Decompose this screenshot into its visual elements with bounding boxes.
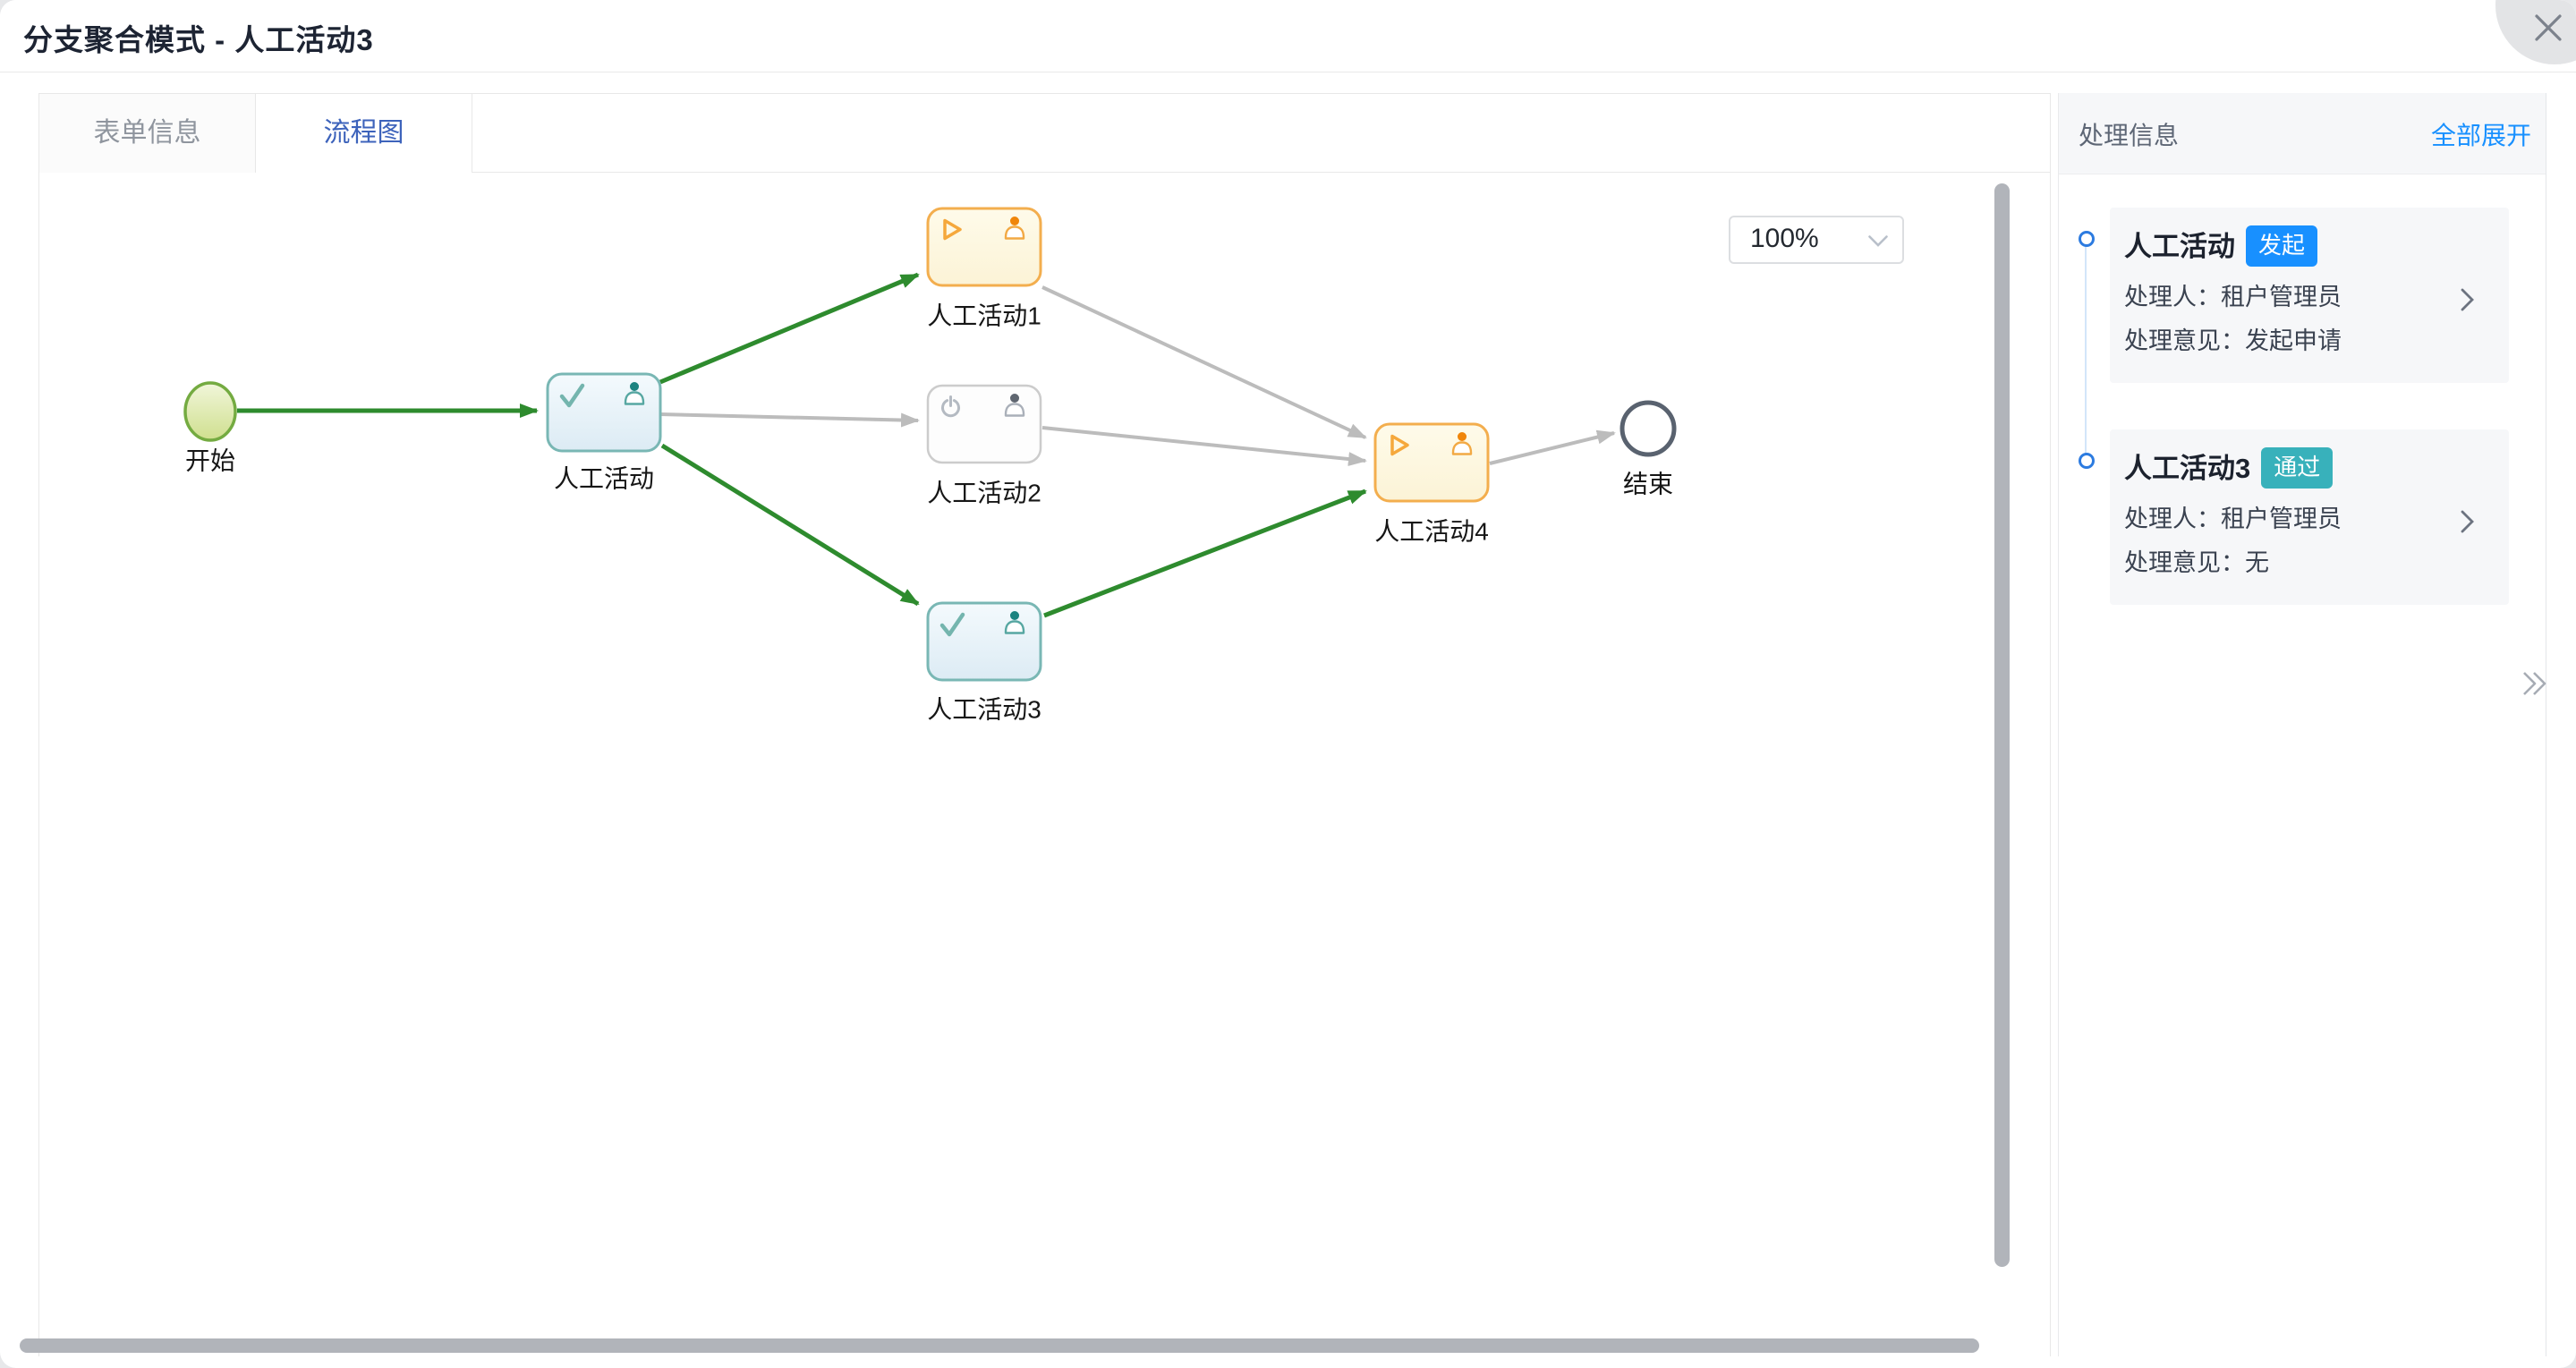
flow-node-label: 人工活动4 (1374, 518, 1489, 546)
timeline-item: 人工活动发起处理人：租户管理员处理意见：发起申请 (2110, 208, 2509, 383)
row-value: 无 (2245, 549, 2269, 576)
horizontal-scrollbar-thumb[interactable] (20, 1338, 1979, 1353)
check-icon (939, 612, 965, 637)
timeline-item-title: 人工活动3 通过 (2124, 447, 2487, 489)
tab-bar: 表单信息 流程图 (39, 94, 2050, 174)
timeline-dot (2079, 231, 2095, 247)
person-icon (1451, 432, 1473, 455)
vertical-scrollbar-thumb[interactable] (1994, 183, 2010, 1267)
flow-canvas[interactable]: 开始人工活动 人工活动1 人工活动2 人工活动3 人工活动4 结束 100% (39, 173, 2050, 1356)
activity-name: 人工活动3 (2124, 453, 2251, 484)
flow-edge-task3-task4 (1043, 489, 1367, 618)
check-icon (559, 383, 585, 408)
chevron-right-icon[interactable] (2461, 510, 2475, 533)
flow-edge-task4-end (1489, 429, 1616, 465)
flow-edge-task-task2 (659, 412, 920, 428)
flow-node-task4[interactable]: 人工活动4 (1373, 422, 1490, 546)
person-icon (1004, 394, 1025, 417)
flow-edge-task-task1 (659, 272, 920, 385)
flow-node-label: 开始 (185, 447, 235, 475)
flow-node-label: 人工活动2 (927, 480, 1041, 507)
row-label: 处理意见： (2124, 549, 2245, 576)
flow-node-task1[interactable]: 人工活动1 (926, 207, 1042, 330)
flow-edge-task2-task4 (1041, 426, 1367, 467)
page-title: 分支聚合模式 - 人工活动3 (23, 23, 374, 56)
timeline-row: 处理意见：发起申请 (2124, 319, 2487, 363)
flow-node-label: 结束 (1623, 471, 1673, 498)
timeline-row[interactable]: 处理人：租户管理员 (2124, 497, 2487, 541)
row-value: 租户管理员 (2221, 284, 2342, 310)
timeline-dot (2079, 453, 2095, 469)
flow-edge-task1-task4 (1041, 285, 1367, 439)
flow-node-end[interactable]: 结束 (1620, 400, 1677, 498)
flow-panel: 表单信息 流程图 开始人工活动 人工活动1 人工活动2 人工活动3 人工活动4 结束 10… (38, 93, 2051, 1356)
status-badge: 发起 (2246, 225, 2318, 267)
flow-edge-task-task3 (660, 443, 920, 607)
timeline-row: 处理意见：无 (2124, 541, 2487, 585)
expand-all-link[interactable]: 全部展开 (2430, 122, 2531, 149)
play-icon (1390, 434, 1409, 456)
flow-node-label: 人工活动1 (927, 302, 1041, 330)
row-value: 租户管理员 (2221, 506, 2342, 532)
flow-node-label: 人工活动 (554, 465, 654, 493)
timeline-connector (2085, 247, 2087, 453)
flow-node-task2[interactable]: 人工活动2 (926, 384, 1042, 507)
row-label: 处理意见： (2124, 327, 2245, 354)
status-badge: 通过 (2261, 447, 2334, 489)
flow-node-task[interactable]: 人工活动 (546, 372, 662, 493)
close-icon[interactable] (2531, 11, 2565, 45)
flow-node-label: 人工活动3 (927, 696, 1041, 724)
tab-flow-chart[interactable]: 流程图 (256, 94, 472, 174)
chevron-right-icon[interactable] (2461, 288, 2475, 311)
flow-node-task3[interactable]: 人工活动3 (926, 601, 1042, 724)
row-value: 发起申请 (2245, 327, 2342, 354)
row-label: 处理人： (2124, 506, 2221, 532)
dialog-header: 分支聚合模式 - 人工活动3 (0, 0, 2576, 72)
power-icon (941, 395, 960, 418)
person-icon (624, 382, 645, 405)
panel-title: 处理信息 (2079, 122, 2180, 149)
person-icon (1004, 611, 1025, 634)
person-icon (1004, 217, 1025, 240)
chevron-down-icon (1868, 235, 1888, 247)
timeline-row[interactable]: 处理人：租户管理员 (2124, 276, 2487, 319)
flow-node-start[interactable]: 开始 (183, 381, 237, 475)
play-icon (943, 218, 962, 241)
process-info-header: 处理信息 全部展开 (2059, 93, 2546, 174)
zoom-value: 100% (1750, 224, 1819, 253)
collapse-panel-icon[interactable] (2520, 668, 2550, 699)
tab-form-info[interactable]: 表单信息 (39, 94, 256, 173)
row-label: 处理人： (2124, 284, 2221, 310)
zoom-select[interactable]: 100% (1729, 216, 1904, 264)
timeline-item-title: 人工活动发起 (2124, 225, 2487, 267)
activity-name: 人工活动 (2124, 231, 2235, 262)
